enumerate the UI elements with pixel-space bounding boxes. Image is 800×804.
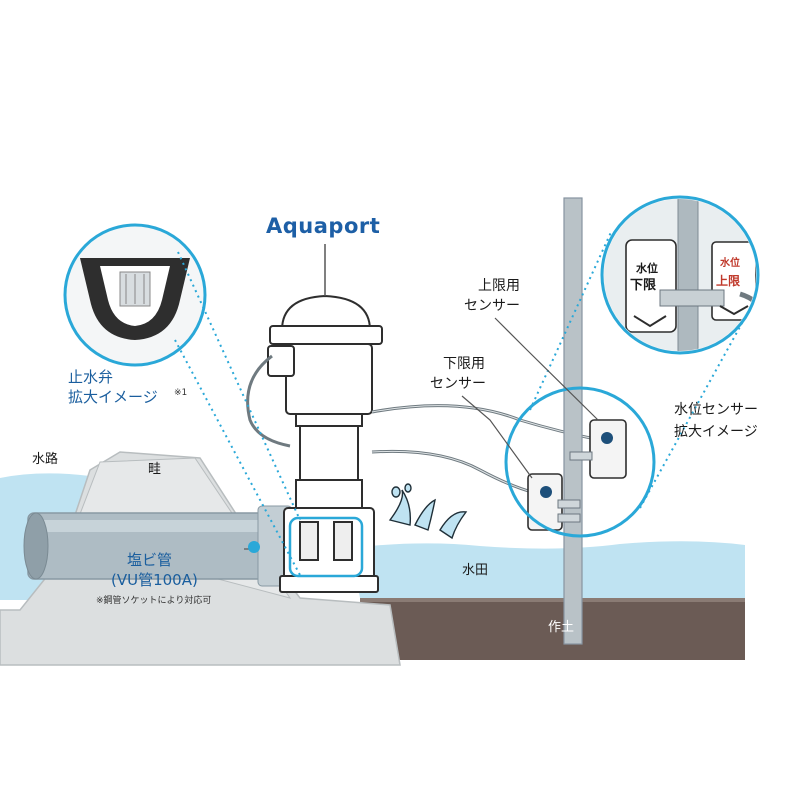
- stop-valve-label: 止水弁: [68, 368, 114, 386]
- pvc-pipe-spec: (VU管100A): [111, 571, 198, 589]
- sensor-magnifier-ring: [504, 386, 656, 538]
- stop-valve-note: ※1: [174, 388, 188, 398]
- paddy-water: [350, 541, 745, 598]
- sensor-zoom-content: [604, 199, 756, 351]
- aquaport-device: [267, 294, 383, 593]
- zoom-lower-tag-2: 下限: [630, 278, 657, 293]
- valve-zoom-content: [80, 258, 190, 340]
- levee-label: 畦: [148, 462, 162, 477]
- level-sensor-label: 水位センサー: [674, 402, 758, 418]
- pvc-pipe-highlight: [32, 520, 284, 532]
- subsoil-label: 作土: [548, 620, 575, 635]
- pipe-marker-dot: [248, 541, 260, 553]
- sensor-zoom-leaders: [529, 229, 753, 509]
- pvc-pipe-note: ※鋼管ソケットにより対応可: [96, 596, 212, 606]
- stop-valve-zoom-label: 拡大イメージ: [68, 388, 158, 406]
- sensor-pole: [563, 197, 583, 645]
- upper-sensor-label: 上限用: [478, 278, 520, 294]
- zoom-lower-tag-1: 水位: [636, 262, 658, 275]
- lower-sensor-label-2: センサー: [430, 376, 486, 392]
- upper-sensor-device: [569, 419, 627, 479]
- soil-top-edge: [360, 596, 745, 602]
- upper-sensor-label-2: センサー: [464, 298, 520, 314]
- pvc-pipe-mouth: [23, 512, 49, 580]
- aquaport-brand: Aquaport: [266, 214, 381, 238]
- water-channel-label: 水路: [32, 452, 59, 467]
- soil-layer: [360, 600, 745, 660]
- zoom-upper-tag-2: 上限: [716, 274, 741, 288]
- water-splash: [388, 483, 468, 540]
- zoom-upper-tag-1: 水位: [720, 258, 740, 269]
- valve-highlight-box: [288, 516, 364, 578]
- lower-sensor-device: [527, 473, 581, 531]
- level-sensor-zoom-label: 拡大イメージ: [674, 424, 758, 440]
- paddy-label: 水田: [462, 563, 489, 578]
- pvc-pipe-label: 塩ビ管: [127, 551, 173, 569]
- valve-zoom-leaders: [174, 251, 301, 576]
- lower-sensor-label: 下限用: [443, 356, 485, 372]
